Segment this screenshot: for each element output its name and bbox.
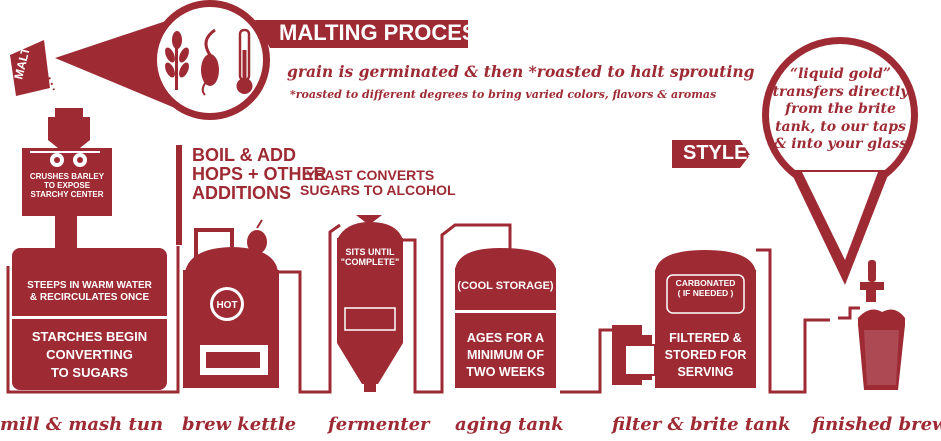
label-aging-tank: aging tank <box>455 414 564 435</box>
beer-glass-icon <box>858 309 905 390</box>
malting-megaphone <box>55 0 468 120</box>
label-fermenter: fermenter <box>328 414 430 435</box>
mash-steep-text: STEEPS IN WARM WATER& RECIRCULATES ONCE <box>27 280 152 303</box>
aging-cool-text: (COOL STORAGE) <box>457 280 554 292</box>
malting-line-1: grain is germinated & then *roasted to h… <box>287 62 755 81</box>
hop-icon <box>247 219 267 254</box>
malt-bag-icon <box>10 40 55 96</box>
kettle-hot-label: HOT <box>216 300 237 311</box>
filter-unit <box>612 325 656 385</box>
label-brew-kettle: brew kettle <box>182 414 297 435</box>
label-finished-brew: finished brew <box>812 414 941 435</box>
thermometer-icon <box>236 28 253 94</box>
wheat-icon <box>165 31 189 90</box>
malting-line-2: *roasted to different degrees to bring v… <box>290 88 717 101</box>
connecting-pipes <box>6 223 860 394</box>
label-mill-mash-tun: mill & mash tun <box>0 414 164 435</box>
aging-tank <box>455 248 556 388</box>
mill-mash-tun <box>12 108 167 390</box>
styles-title: STYLES <box>683 142 761 164</box>
brite-tank <box>655 250 756 388</box>
label-filter-brite-tank: filter & brite tank <box>612 414 791 435</box>
tap-icon <box>860 260 884 302</box>
sprout-icon <box>201 28 219 96</box>
fermenter-tank <box>337 215 403 392</box>
brite-carbonated-text: CARBONATED( IF NEEDED ) <box>675 278 736 298</box>
malting-title: MALTING PROCESS <box>279 20 492 45</box>
styles-pin <box>672 37 918 285</box>
fermenter-sits-text: SITS UNTIL"COMPLETE" <box>340 247 400 268</box>
